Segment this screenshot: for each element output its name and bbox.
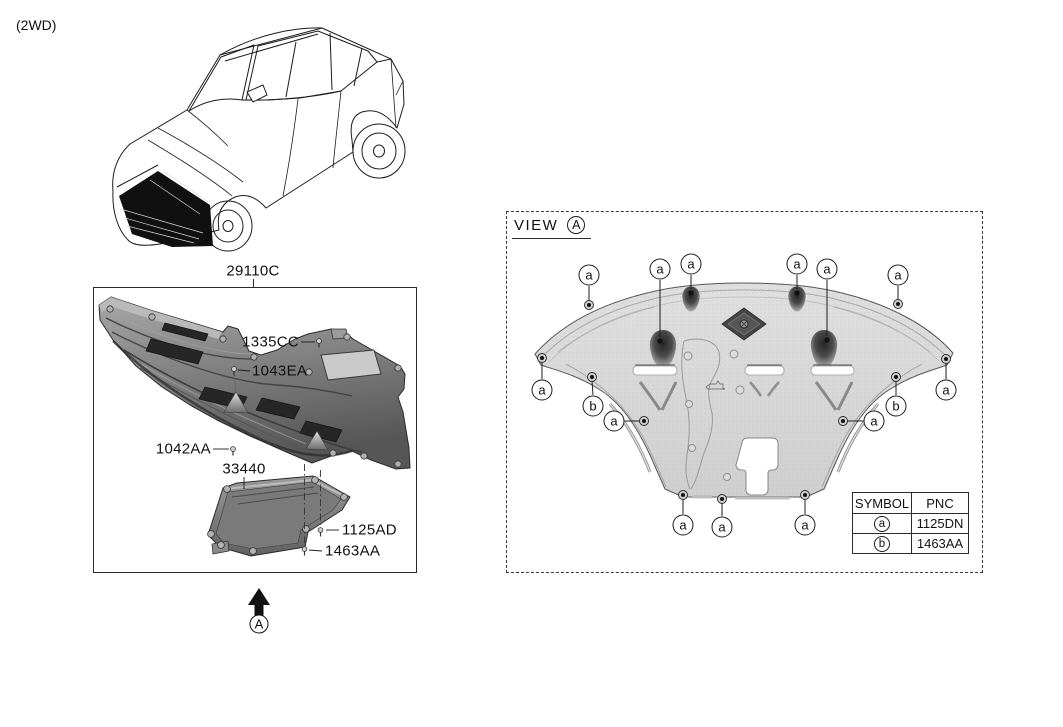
callout-circle[interactable]: a bbox=[816, 258, 838, 280]
symbol-header: SYMBOL bbox=[852, 492, 912, 514]
callout-circle[interactable]: a bbox=[794, 514, 816, 536]
panel-bolts bbox=[537, 290, 951, 504]
callout-circle[interactable]: b bbox=[885, 395, 907, 417]
callout-circle[interactable]: a bbox=[578, 264, 600, 286]
callout-circle[interactable]: a bbox=[887, 264, 909, 286]
table-row[interactable]: b 1463AA bbox=[852, 533, 969, 554]
part-label[interactable]: 1125AD bbox=[342, 521, 397, 539]
undercover-slots bbox=[145, 322, 343, 443]
callout-circle[interactable]: a bbox=[672, 514, 694, 536]
access-panel-seams bbox=[681, 338, 745, 490]
callout-circle[interactable]: a bbox=[680, 253, 702, 275]
callout-circle[interactable]: a bbox=[649, 258, 671, 280]
leader-lines-view bbox=[541, 275, 947, 516]
fastener-screws bbox=[230, 338, 324, 556]
diamond-boss bbox=[721, 307, 767, 341]
part-label[interactable]: 1043EA bbox=[252, 362, 308, 380]
pnc-header: PNC bbox=[911, 492, 969, 514]
part-label[interactable]: 1042AA bbox=[155, 440, 211, 458]
callout-circle[interactable]: a bbox=[786, 253, 808, 275]
part-label[interactable]: 33440 bbox=[222, 460, 266, 478]
oil-drain-icon bbox=[705, 380, 725, 390]
callout-circle[interactable]: a bbox=[935, 379, 957, 401]
callout-circle[interactable]: a bbox=[603, 410, 625, 432]
keyhole-cutout bbox=[735, 437, 779, 496]
callout-circle[interactable]: a bbox=[711, 516, 733, 538]
part-label[interactable]: 1335CC bbox=[242, 333, 299, 351]
view-title-text: VIEW bbox=[514, 216, 559, 234]
pnc-value: 1125DN bbox=[911, 513, 969, 534]
symbol-a-badge: a bbox=[874, 515, 890, 532]
side-cover-art bbox=[207, 475, 351, 557]
callout-circle[interactable]: b bbox=[582, 395, 604, 417]
vehicle-illustration bbox=[112, 27, 406, 252]
front-grille-shading bbox=[116, 164, 213, 247]
part-label-29110c[interactable]: 29110C bbox=[226, 262, 280, 280]
view-ref-badge: A bbox=[567, 216, 586, 234]
symbol-table-header-row: SYMBOL PNC bbox=[852, 492, 969, 514]
direction-ref-badge: A bbox=[249, 614, 269, 634]
part-label[interactable]: 1463AA bbox=[325, 542, 381, 560]
view-a-box bbox=[506, 211, 983, 573]
symbol-table: SYMBOL PNC a 1125DN b 1463AA bbox=[852, 492, 969, 554]
teardrop-recesses bbox=[649, 286, 838, 368]
drivetrain-label: (2WD) bbox=[16, 17, 57, 33]
view-title: VIEW A bbox=[512, 214, 592, 239]
undercover-panel-art bbox=[98, 296, 411, 470]
assembly-box bbox=[93, 287, 417, 573]
slot-bars bbox=[632, 364, 855, 411]
callout-circle[interactable]: a bbox=[531, 379, 553, 401]
table-row[interactable]: a 1125DN bbox=[852, 513, 969, 534]
view-a-panel-art bbox=[534, 275, 954, 516]
symbol-b-badge: b bbox=[874, 535, 890, 552]
leader-lines-left bbox=[213, 279, 339, 552]
undercover-bolt-bosses bbox=[106, 305, 402, 468]
callout-circle[interactable]: a bbox=[863, 410, 885, 432]
direction-arrow-icon bbox=[248, 588, 270, 616]
pnc-value: 1463AA bbox=[911, 533, 969, 554]
